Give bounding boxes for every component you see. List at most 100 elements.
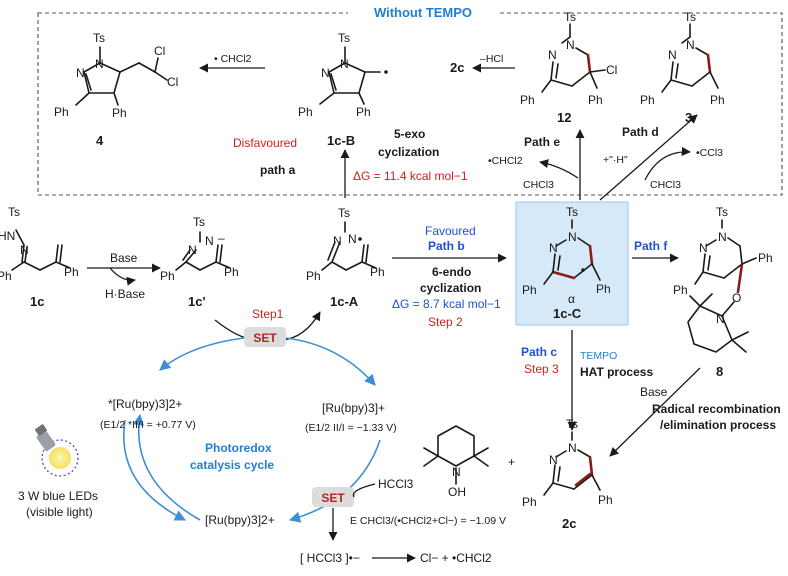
path-b-label: Path b [428,239,465,253]
o-label: O [732,291,741,305]
radical-label-1: Radical recombination [652,402,781,416]
chcl3-d: CHCl3 [650,179,681,191]
tempo-label: TEMPO [580,350,617,362]
ph-label: Ph [710,93,725,107]
ts-label: Ts [93,31,105,45]
alpha-label: α [568,292,575,306]
ts-label: Ts [8,205,20,219]
compound-label: 1c-B [327,133,355,148]
ph-label: Ph [596,282,611,296]
ph-label: Ph [306,269,321,283]
ts-label: Ts [193,215,205,229]
compound-1c-B: Ts N N Ph Ph 1c-B [298,31,388,148]
disfavoured-label: Disfavoured [233,136,297,150]
ph-label: Ph [370,265,385,279]
fragmentation-products: Cl− + •CHCl2 [420,551,492,565]
e-reduced: (E1/2 II/I = −1.33 V) [305,422,397,434]
ts-label: Ts [338,206,350,220]
ph-label: Ph [54,105,69,119]
arrow-path-d [599,114,698,201]
chcl2-e: •CHCl2 [488,155,523,167]
e-chcl3: E CHCl3/(•CHCl2+Cl−) = −1.09 V [350,515,506,527]
n-label: N [340,57,349,71]
hn-label: HN [0,229,15,243]
compound-3: Ts N N Ph Ph 3 [640,10,725,125]
compound-1c-A: Ts N N Ph Ph 1c-A [306,206,385,309]
favoured-label: Favoured [425,224,476,238]
n-label: N [568,441,577,455]
ts-label: Ts [564,10,576,24]
n-label: N [549,241,558,255]
step1-label: Step1 [252,307,284,321]
n-label: N [20,243,29,257]
compound-label: 4 [96,133,104,148]
n-label: N [716,312,725,326]
arrow-hccl3-in [352,483,376,498]
exo-cyclization-label: cyclization [378,145,439,159]
without-tempo-box [37,12,783,196]
path-c-label: Path c [521,345,557,359]
oh-label: OH [448,485,466,499]
compound-8: Ts N N O N Ph Ph 8 [673,205,773,379]
compound-4: Ts N N Cl Cl Ph Ph 4 [54,31,178,148]
compound-1c-prime: Ts N N – Ph Ph 1c' [160,215,239,309]
led-label-1: 3 W blue LEDs [18,489,98,503]
n-label: N [549,453,558,467]
ph-label: Ph [224,265,239,279]
cycle-arrow-5 [123,419,187,521]
compound-1c: Ts HN N Ph Ph 1c [0,205,79,309]
n-label: N [205,234,214,248]
compound-label: 12 [557,110,571,125]
path-a-label: path a [260,163,296,177]
ts-label: Ts [684,10,696,24]
cycle-label-1: Photoredox [205,441,272,455]
n-label: N [548,48,557,62]
compound-label: 1c-A [330,294,359,309]
path-e-label: Path e [524,135,560,149]
ph-label: Ph [298,105,313,119]
box-title-bg [348,4,498,22]
path-d-label: Path d [622,125,659,139]
base-label: Base [110,251,138,265]
ph-label: Ph [0,269,12,283]
radical-label-2: /elimination process [660,418,776,432]
step2-label: Step 2 [428,315,463,329]
n-label: N [668,48,677,62]
set-label-1: SET [253,331,277,345]
n-label: N [95,57,104,71]
compound-2c: Ts N N Ph Ph 2c [522,417,613,531]
compound-label: 8 [716,364,723,379]
chcl2-reagent: • CHCl2 [214,53,252,65]
n-label: N [699,241,708,255]
h-d: +"·H" [603,154,628,166]
n-label: N [452,465,461,479]
n-label: N [568,230,577,244]
endo-label: 6-endo [432,265,471,279]
ru-reduced: [Ru(bpy)3]+ [322,401,385,415]
set-box-1 [244,327,286,347]
ccl3-d: •CCl3 [696,147,723,159]
ts-label: Ts [338,31,350,45]
arrow-chcl2-out [539,159,579,179]
n-label: N [321,66,330,80]
box-title: Without TEMPO [374,5,472,20]
n-label: N [348,232,357,246]
n-label: N [76,66,85,80]
cycle-arrow-3 [288,439,381,523]
ph-label: Ph [356,105,371,119]
cycle-arrow-2 [285,337,376,386]
cycle-arrow-1 [159,337,245,371]
e-excited: (E1/2 *II/I = +0.77 V) [100,419,196,431]
compound-label: 1c-C [553,306,582,321]
ph-label: Ph [758,251,773,265]
compound-label: 1c [30,294,44,309]
led-label-2: (visible light) [26,505,93,519]
dg-b-label: ΔG = 8.7 kcal mol−1 [392,297,501,311]
radical-anion: [ HCCl3 ]•− [300,551,360,565]
ru-excited: *[Ru(bpy)3]2+ [108,397,182,411]
ph-label: Ph [640,93,655,107]
hcl-loss: –HCl [480,53,503,65]
compound-label: 2c [562,516,576,531]
ph-label: Ph [160,269,175,283]
